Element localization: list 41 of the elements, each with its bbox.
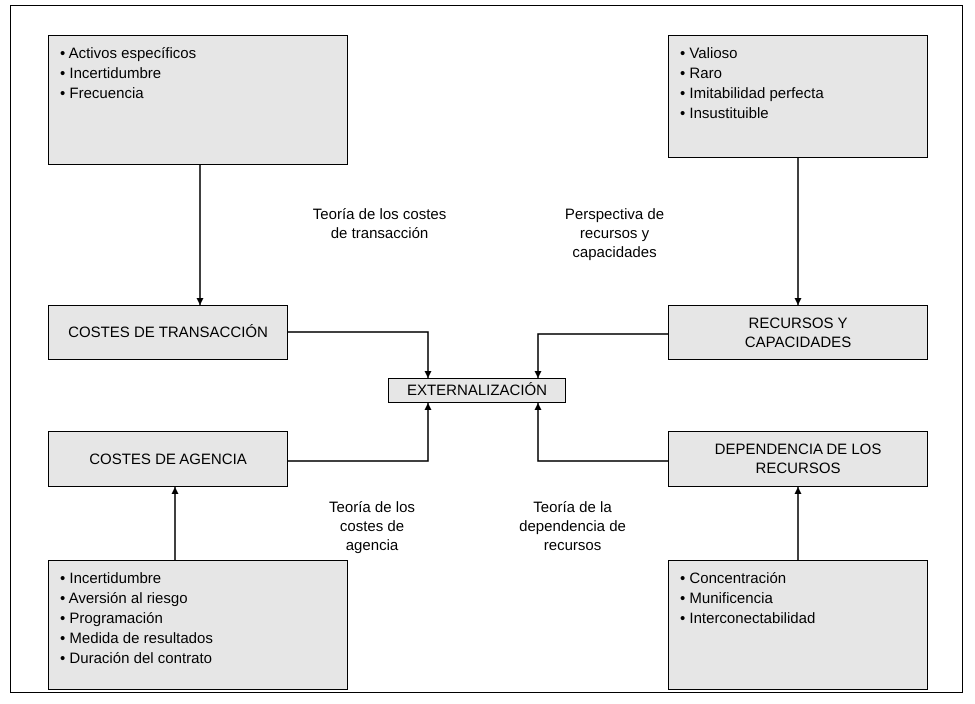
theory-label: Teoría de la dependencia de recursos	[518, 498, 627, 555]
process-box	[48, 431, 288, 487]
theory-label: Teoría de los costes de transacción	[312, 205, 447, 243]
box-label: EXTERNALIZACIÓN	[406, 381, 548, 400]
bullet-item: • Raro	[680, 64, 723, 84]
bullet-item: • Medida de resultados	[60, 629, 214, 649]
arrow	[288, 331, 432, 378]
box-label: RECURSOS Y CAPACIDADES	[744, 314, 852, 352]
box-label: COSTES DE AGENCIA	[89, 450, 247, 468]
arrow	[172, 487, 178, 560]
list-box	[668, 560, 928, 690]
bullet-item: • Valioso	[680, 44, 739, 64]
bullet-item: • Incertidumbre	[60, 64, 162, 84]
arrow	[794, 158, 802, 305]
list-box	[668, 35, 928, 158]
bullet-item: • Imitabilidad perfecta	[680, 84, 825, 104]
bullet-item: • Concentración	[680, 569, 788, 589]
bullet-item: • Interconectabilidad	[680, 609, 816, 629]
list-box	[48, 35, 348, 165]
bullet-item: • Duración del contrato	[60, 649, 213, 669]
bullet-item: • Aversión al riesgo	[60, 589, 189, 609]
process-box	[668, 305, 928, 360]
arrow	[196, 165, 204, 305]
bullet-item: • Programación	[60, 609, 164, 629]
process-box	[668, 431, 928, 487]
box-label: DEPENDENCIA DE LOS RECURSOS	[714, 440, 882, 478]
bullet-item: • Insustituible	[680, 104, 770, 124]
process-box	[48, 305, 288, 360]
bullet-item: • Frecuencia	[60, 84, 145, 104]
arrow	[794, 487, 802, 560]
bullet-item: • Incertidumbre	[60, 569, 162, 589]
theory-label: Perspectiva de recursos y capacidades	[564, 205, 666, 262]
theory-label: Teoría de los costes de agencia	[328, 498, 416, 555]
box-label: COSTES DE TRANSACCIÓN	[68, 323, 268, 342]
process-box	[388, 378, 566, 403]
bullet-item: • Munificencia	[680, 589, 774, 609]
bullet-item: • Activos específicos	[60, 44, 198, 64]
arrow	[288, 403, 432, 462]
arrow	[534, 403, 668, 462]
arrow	[534, 333, 668, 378]
list-box	[48, 560, 348, 690]
